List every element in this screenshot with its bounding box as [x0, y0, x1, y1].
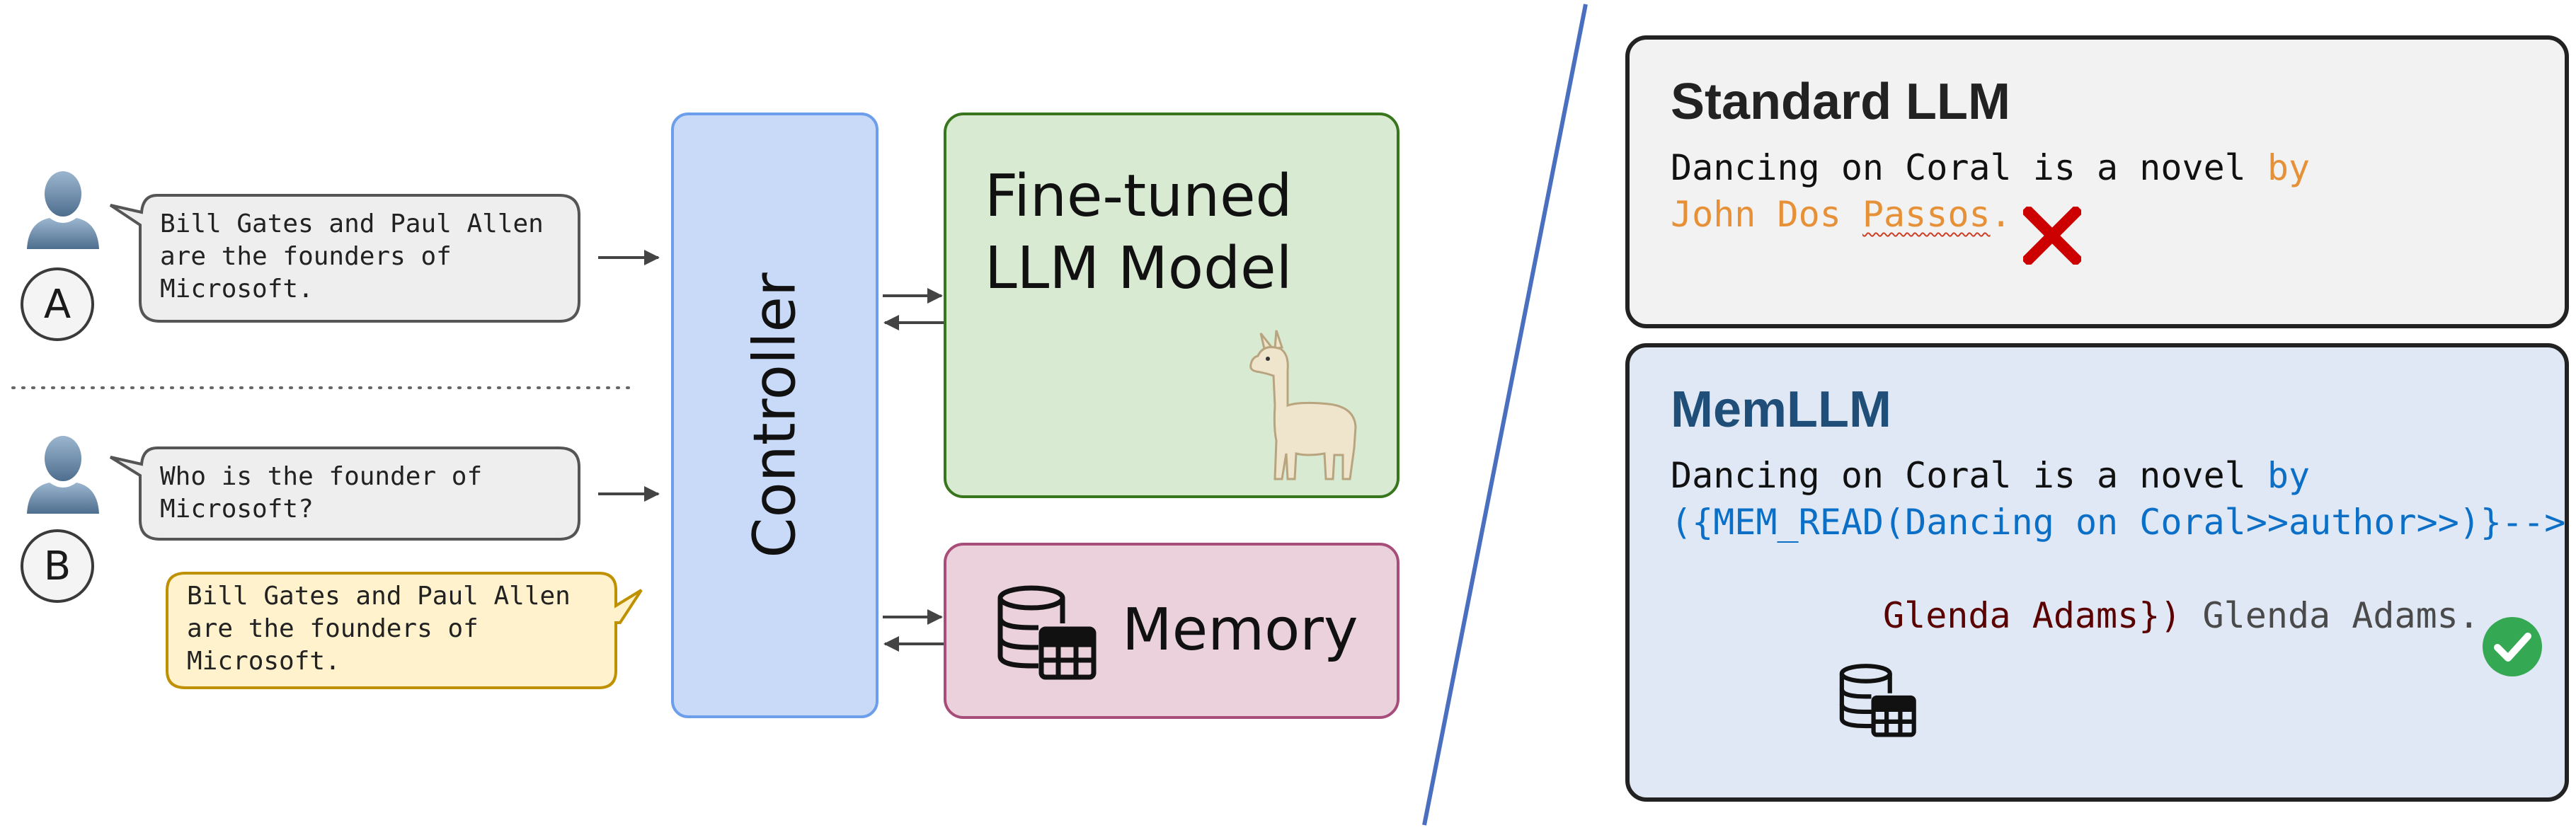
reply-message: Bill Gates and Paul Allen are the founde… [187, 582, 571, 676]
user-b-badge: B [21, 529, 94, 603]
memory-label: Memory [1122, 596, 1358, 664]
memllm-line1: Dancing on Coral is a novel by [1671, 452, 2310, 499]
user-icon [27, 436, 99, 514]
memllm-panel: MemLLM Dancing on Coral is a novel by ({… [1625, 343, 2569, 802]
memllm-result-line: Glenda Adams}) Glenda Adams. [1883, 592, 2480, 639]
standard-llm-panel: Standard LLM Dancing on Coral is a novel… [1625, 35, 2569, 328]
model-label: Fine-tuned LLM Model [985, 163, 1293, 302]
mem-read-result: Glenda Adams}) [1883, 595, 2182, 636]
memllm-line1-text: Dancing on Coral is a novel [1671, 455, 2267, 496]
check-icon [2483, 617, 2542, 676]
memory-box: Memory [944, 543, 1399, 719]
controller-box: Controller [671, 113, 878, 718]
standard-line2: John Dos Passos. [1671, 191, 2012, 238]
memllm-continuation: Glenda Adams. [2181, 595, 2480, 636]
standard-title: Standard LLM [1671, 74, 2010, 130]
standard-line1-by: by [2267, 147, 2311, 188]
mem-read-call: ({MEM_READ(Dancing on Coral>>author>>)}-… [1671, 502, 2566, 543]
bubble-b [109, 446, 580, 541]
user-icon [27, 171, 99, 249]
standard-line1-text: Dancing on Coral is a novel [1671, 147, 2267, 188]
user-a-badge: A [21, 267, 94, 341]
database-icon [997, 585, 1097, 680]
controller-label: Controller [741, 272, 808, 558]
standard-author-last: Passos [1862, 194, 1991, 235]
user-a-message: Bill Gates and Paul Allen are the founde… [160, 209, 544, 304]
llama-icon [1249, 330, 1357, 480]
cross-icon [2023, 207, 2081, 265]
memllm-title: MemLLM [1671, 381, 1891, 438]
standard-period: . [1990, 194, 2012, 235]
user-b-message: Who is the founder of Microsoft? [160, 462, 483, 524]
standard-line1: Dancing on Coral is a novel by [1671, 144, 2310, 191]
memllm-line1-by: by [2267, 455, 2311, 496]
model-box: Fine-tuned LLM Model [944, 113, 1399, 498]
standard-author-first: John Dos [1671, 194, 1862, 235]
reply-bubble [166, 572, 643, 689]
bubble-a [109, 194, 580, 323]
database-icon [1839, 664, 1916, 737]
